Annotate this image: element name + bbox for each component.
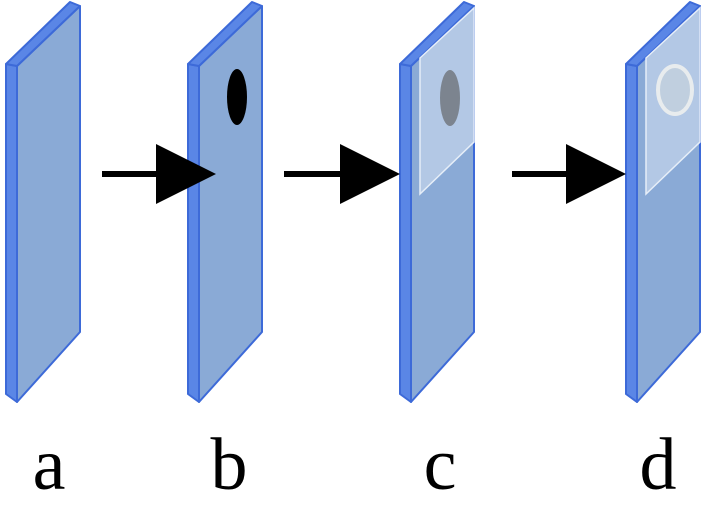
slide-b-edge <box>187 63 200 403</box>
slide-c <box>399 1 475 403</box>
slide-b-top <box>187 1 263 67</box>
step-label-a: a <box>32 424 66 506</box>
step-label-d: d <box>639 424 677 506</box>
slide-d-top <box>625 1 701 67</box>
clear-ring <box>656 64 694 116</box>
step-label-c: c <box>423 424 457 506</box>
translucent-film <box>419 6 475 196</box>
slide-d-edge <box>625 63 638 403</box>
slide-b <box>187 1 263 403</box>
slide-c-top <box>399 1 475 67</box>
slide-d <box>625 1 701 403</box>
dark-spot <box>227 69 247 125</box>
slide-a <box>5 1 81 403</box>
slide-a-top <box>5 1 81 67</box>
slide-a-face <box>16 5 81 403</box>
step-label-b: b <box>210 424 248 506</box>
slide-a-edge <box>5 63 18 403</box>
slide-b-face <box>198 5 263 403</box>
slide-c-edge <box>399 63 412 403</box>
